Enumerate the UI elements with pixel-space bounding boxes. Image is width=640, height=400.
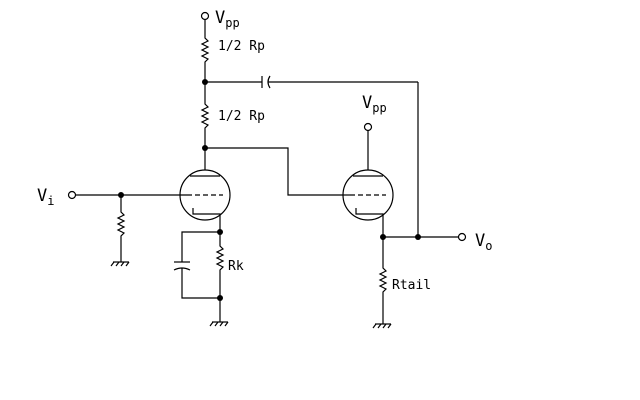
wire-plate-to-grid: [205, 147, 343, 196]
vpp-right-terminal: [363, 122, 373, 132]
ground-symbol: [110, 261, 130, 267]
resistor-grid-leak: [116, 195, 126, 262]
vi-terminal: [67, 190, 77, 200]
wire-bypass-top: [181, 231, 220, 262]
resistor-half-rp-top: [200, 30, 210, 82]
vo-terminal: [457, 232, 467, 242]
left-tube-cathode: [192, 208, 221, 232]
vpp-top-terminal: [200, 11, 210, 21]
label-vi: Vi: [37, 186, 54, 208]
junction-dot: [415, 234, 421, 240]
label-rtail: Rtail: [392, 278, 431, 293]
right-tube-cathode: [355, 208, 384, 237]
ground-symbol: [372, 323, 392, 329]
resistor-rk: [215, 232, 225, 298]
resistor-rtail: [378, 237, 388, 324]
label-half-rp-top: 1/2 Rp: [218, 39, 265, 54]
wire-bypass-bottom: [181, 268, 220, 299]
label-vpp-top: Vpp: [215, 8, 240, 30]
label-half-rp-mid: 1/2 Rp: [218, 109, 265, 124]
label-rk: Rk: [228, 259, 244, 274]
ground-symbol: [209, 321, 229, 327]
label-vpp-right: Vpp: [362, 93, 387, 115]
resistor-half-rp-mid: [200, 82, 210, 148]
label-vo: Vo: [475, 231, 492, 253]
